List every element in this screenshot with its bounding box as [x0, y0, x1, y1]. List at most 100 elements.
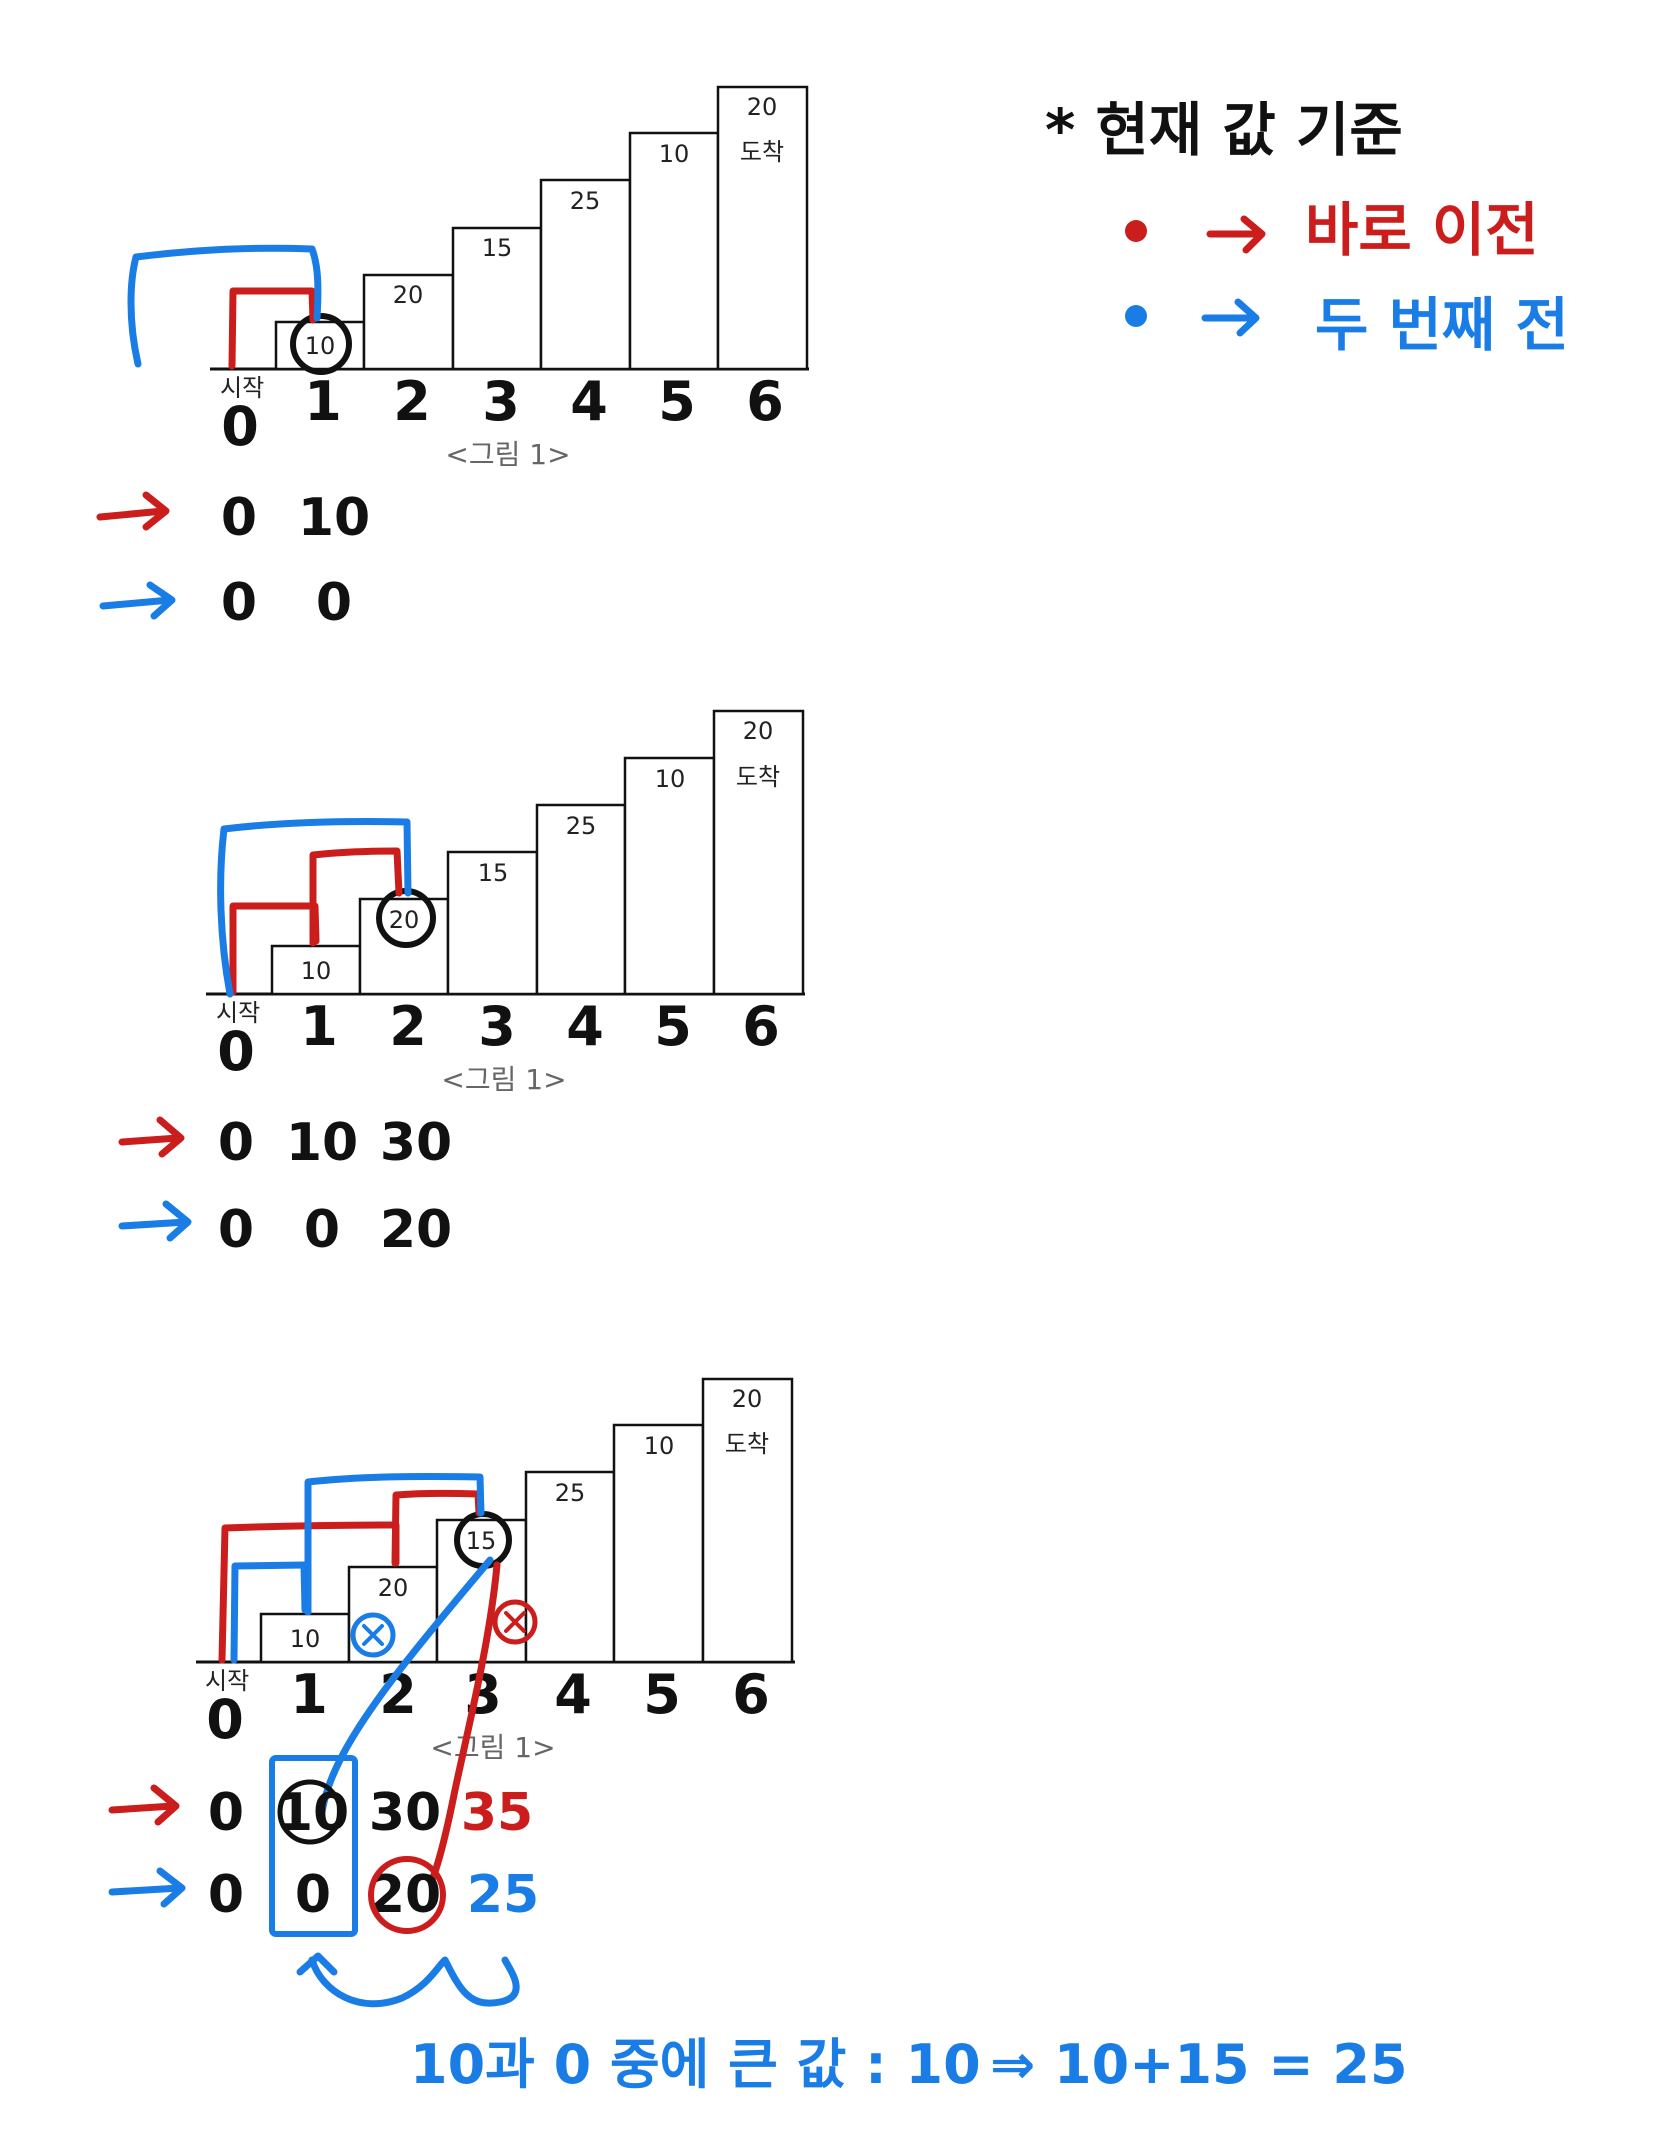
figure-caption: <그림 1>	[445, 438, 570, 471]
index-label: 6	[746, 370, 784, 433]
index-label: 2	[393, 370, 431, 433]
step-1	[270, 944, 362, 996]
index-label: 6	[742, 995, 780, 1058]
step-value: 15	[482, 234, 513, 262]
index-label: 4	[554, 1663, 592, 1726]
red-arrow-icon	[1206, 215, 1266, 254]
step-5	[612, 1423, 705, 1664]
blue-two-back-bracket	[217, 818, 412, 998]
index-label: 0	[221, 395, 259, 458]
step-value: 20	[732, 1385, 763, 1413]
legend-blue-label: 두 번째 전	[1315, 291, 1569, 359]
red-row-value: 0	[208, 1783, 244, 1843]
panel-1: 10 20 15 25 10 20 도착 시작 0 1 2 3 4 5 6 <그…	[96, 85, 809, 633]
step-1	[259, 1612, 351, 1664]
blue-bracket-outer	[304, 1473, 485, 1616]
finish-label: 도착	[736, 763, 780, 791]
step-value: 10	[655, 765, 686, 793]
red-arrow-icon	[96, 491, 170, 531]
red-bracket-inner	[391, 1489, 483, 1567]
step-3	[451, 226, 543, 371]
red-row-value: 0	[221, 488, 257, 548]
blue-row-new-value: 25	[467, 1865, 539, 1925]
blue-row-value: 0	[218, 1200, 254, 1260]
step-value: 20	[389, 906, 420, 934]
red-row-value: 30	[369, 1783, 441, 1843]
index-label: 5	[643, 1663, 681, 1726]
step-6	[716, 85, 809, 371]
blue-x-mark-icon	[350, 1612, 396, 1658]
step-value: 15	[478, 859, 509, 887]
start-label: 시작	[205, 1667, 249, 1695]
index-label: 0	[217, 1020, 255, 1083]
figure-caption: <그림 1>	[441, 1063, 566, 1096]
red-row-value: 0	[218, 1113, 254, 1173]
red-previous-bracket-2	[309, 847, 403, 947]
blue-row-value: 0	[304, 1200, 340, 1260]
start-label: 시작	[220, 374, 264, 402]
index-label: 1	[304, 370, 342, 433]
start-label: 시작	[216, 999, 260, 1027]
panel-2: 10 20 15 25 10 20 도착 시작 0 1 2 3 4 5 6 <그…	[118, 709, 805, 1260]
step-6	[701, 1377, 794, 1664]
index-label: 4	[570, 370, 608, 433]
index-label: 3	[482, 370, 520, 433]
current-step-circle	[290, 313, 352, 375]
blue-row-value: 0	[295, 1865, 331, 1925]
red-arrow-icon	[118, 1116, 185, 1158]
step-value: 20	[747, 93, 778, 121]
step-4	[535, 803, 627, 996]
step-value: 20	[743, 717, 774, 745]
index-label: 6	[732, 1663, 770, 1726]
legend-red-label: 바로 이전	[1305, 196, 1539, 264]
blue-x-mark-cross	[362, 1624, 384, 1646]
blue-row-value: 0	[316, 573, 352, 633]
legend-title: * 현재 값 기준	[1045, 96, 1403, 164]
blue-dot-icon	[1125, 305, 1147, 327]
blue-two-back-bracket	[127, 244, 322, 368]
step-value: 10	[301, 957, 332, 985]
index-label: 1	[290, 1663, 328, 1726]
figure-caption: <그림 1>	[430, 1731, 555, 1764]
red-x-mark-cross	[504, 1611, 526, 1633]
step-4	[524, 1470, 616, 1664]
blue-row-value: 0	[208, 1865, 244, 1925]
step-value: 10	[659, 140, 690, 168]
blue-arrow-icon	[1201, 298, 1260, 337]
index-label: 3	[478, 995, 516, 1058]
blue-row-value: 0	[221, 573, 257, 633]
finish-label: 도착	[740, 138, 784, 166]
highlight-circle	[277, 1779, 343, 1845]
step-value: 20	[393, 281, 424, 309]
red-link-curve	[428, 1561, 501, 1884]
blue-arrow-icon	[99, 581, 176, 620]
panel-3: 10 20 15 25 10 20 도착 시작 0 1 2 3 4 5 6 <그…	[108, 1377, 795, 2008]
index-label: 0	[206, 1688, 244, 1751]
blue-row-value: 20	[369, 1865, 441, 1925]
index-label: 2	[389, 995, 427, 1058]
red-x-mark-icon	[492, 1599, 538, 1645]
index-label: 5	[654, 995, 692, 1058]
step-5	[628, 131, 720, 371]
step-6	[712, 709, 805, 996]
red-row-value: 10	[286, 1113, 358, 1173]
blue-row-value: 20	[380, 1200, 452, 1260]
step-value: 15	[466, 1527, 497, 1555]
step-value: 10	[644, 1432, 675, 1460]
red-previous-bracket	[228, 287, 317, 370]
red-row-new-value: 35	[461, 1783, 533, 1843]
index-label: 5	[658, 370, 696, 433]
step-5	[623, 756, 716, 996]
blue-arrow-icon	[118, 1200, 192, 1242]
index-label: 1	[300, 995, 338, 1058]
red-highlight-circle	[368, 1856, 446, 1934]
index-label: 4	[566, 995, 604, 1058]
blue-arrow-icon	[108, 1867, 186, 1908]
note-result: ⇒ 10+15 = 25	[990, 2033, 1408, 2096]
legend: * 현재 값 기준 바로 이전 두 번째 전	[1045, 96, 1569, 359]
step-value: 10	[290, 1625, 321, 1653]
red-arrow-icon	[108, 1784, 180, 1826]
red-dot-icon	[1125, 220, 1147, 242]
red-row-value: 10	[298, 488, 370, 548]
compare-bracket	[308, 1956, 520, 2008]
